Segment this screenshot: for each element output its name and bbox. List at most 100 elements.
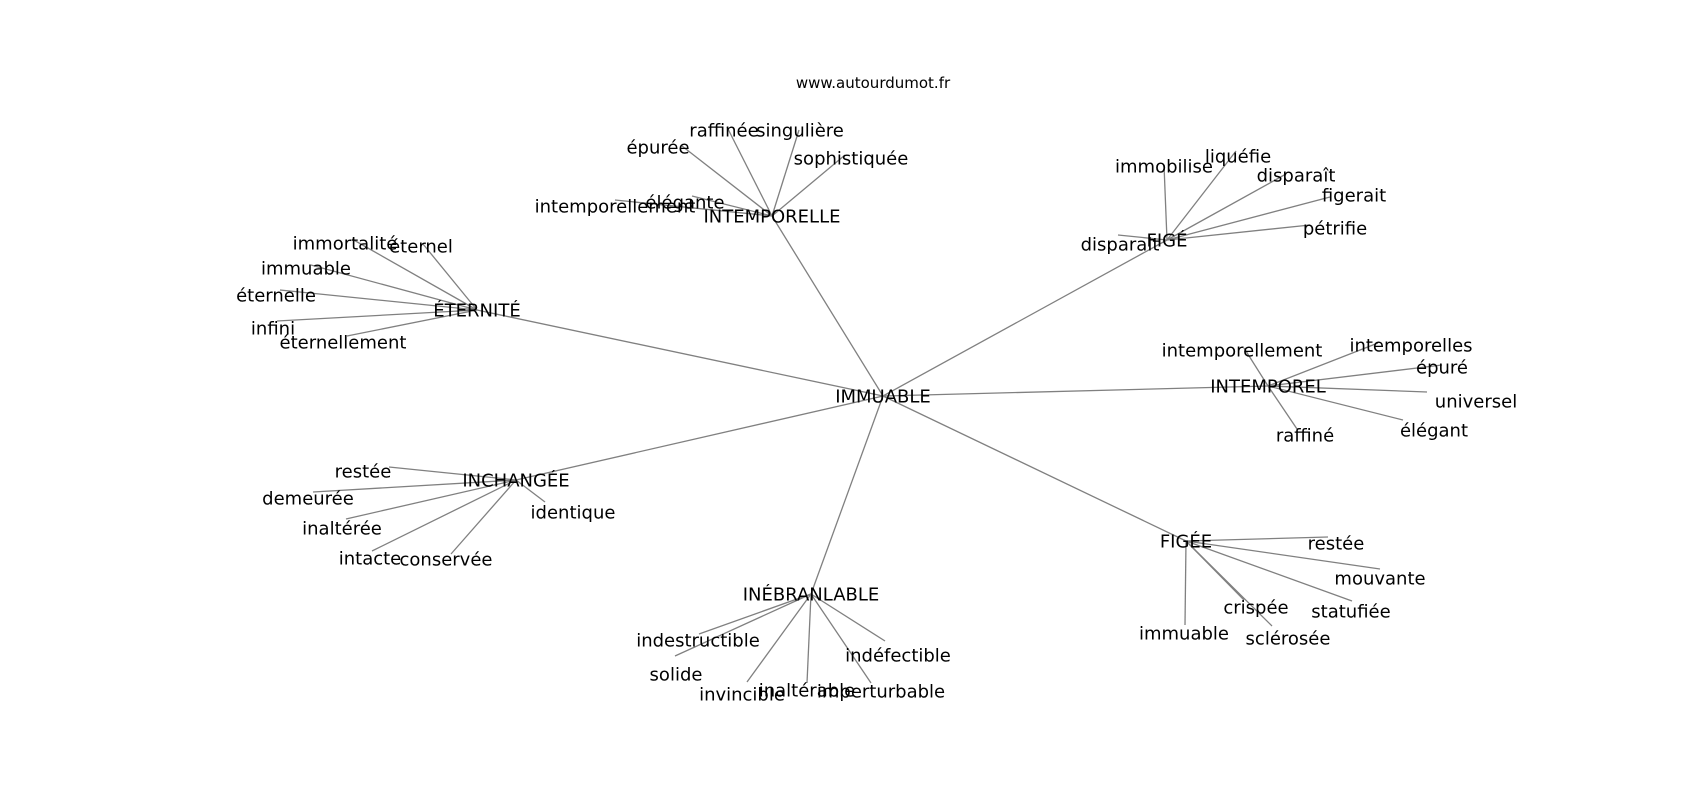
edge-eternite-eternel: [422, 243, 478, 311]
leaf-eternite-immuable: immuable: [261, 258, 351, 279]
edge-inchangee-conservee: [450, 479, 517, 555]
edge-intemporelle-raffinee: [726, 126, 773, 217]
edge-intemporel-intemporellement: [1243, 347, 1269, 387]
leaf-intemporelle-raffinee: raffinée: [689, 120, 758, 141]
edge-fige-petrifie: [1166, 224, 1311, 241]
edge-eternite-eternellement: [346, 309, 478, 337]
edge-fige-immobilise: [1163, 164, 1168, 241]
edge-figee-crispee: [1185, 540, 1245, 601]
edge-root-inebranlable: [810, 395, 884, 595]
edge-root-inchangee: [515, 395, 884, 481]
leaf-intemporel-universel: universel: [1435, 391, 1517, 412]
edge-root-figee: [882, 395, 1187, 542]
edge-intemporel-universel: [1267, 385, 1428, 393]
leaf-eternite-eternellement: éternellement: [280, 332, 407, 353]
leaf-inchangee-conservee: conservée: [400, 549, 493, 570]
root-node: IMMUABLE: [835, 386, 931, 407]
edge-intemporelle-elegante: [691, 195, 773, 217]
edge-root-fige: [882, 239, 1168, 397]
edge-root-intemporel: [882, 385, 1269, 397]
edge-inebranlable-solide: [674, 593, 812, 657]
edge-fige-disparait: [1166, 173, 1287, 241]
edge-eternite-immortalite: [351, 238, 478, 311]
leaf-figee-crispee: crispée: [1223, 597, 1288, 618]
leaf-inebranlable-invincible: invincible: [699, 684, 785, 705]
hub-fige: FIGÉ: [1147, 229, 1188, 251]
leaf-inchangee-demeuree: demeurée: [262, 488, 354, 509]
edge-intemporelle-intemporellement: [614, 199, 773, 217]
edge-inebranlable-imperturbable: [810, 593, 872, 684]
hub-inchangee: INCHANGÉE: [462, 469, 569, 491]
leaf-intemporelle-intemporellement: intemporellement: [535, 196, 696, 217]
hub-eternite: ÉTERNITÉ: [433, 299, 520, 321]
leaf-eternite-eternel: éternel: [389, 236, 453, 257]
edge-intemporelle-epuree: [681, 145, 773, 217]
edge-intemporel-raffine: [1267, 385, 1298, 430]
edge-figee-restee: [1185, 536, 1329, 542]
leaf-intemporel-epure: épuré: [1416, 357, 1468, 378]
leaf-fige-disparait: disparaît: [1257, 165, 1336, 186]
leaf-intemporelle-epuree: épurée: [626, 137, 689, 158]
edge-inchangee-intacte: [371, 479, 517, 552]
edge-figee-immuable: [1184, 540, 1187, 626]
leaf-intemporel-elegant: élégant: [1400, 420, 1468, 441]
leaf-inebranlable-inalterable: inaltérable: [759, 680, 856, 701]
leaf-inebranlable-indestructible: indestructible: [636, 630, 760, 651]
edge-figee-mouvante: [1185, 540, 1381, 570]
leaf-figee-statufiee: statufiée: [1311, 601, 1390, 622]
leaf-eternite-infini: infini: [251, 318, 295, 339]
leaf-figee-immuable: immuable: [1139, 623, 1229, 644]
edge-eternite-immuable: [310, 264, 478, 311]
leaf-eternite-eternelle: éternelle: [236, 285, 316, 306]
leaf-intemporelle-sophistiquee: sophistiquée: [794, 148, 909, 169]
hub-inebranlable: INÉBRANLABLE: [743, 583, 880, 605]
leaf-fige-disparait: disparait: [1081, 234, 1160, 255]
leaf-intemporel-raffine: raffiné: [1276, 425, 1334, 446]
leaf-figee-mouvante: mouvante: [1334, 568, 1425, 589]
leaf-fige-liquefie: liquéfie: [1205, 146, 1271, 167]
leaf-inebranlable-indefectible: indéfectible: [845, 645, 951, 666]
hub-figee: FIGÉE: [1160, 530, 1212, 552]
edge-fige-disparait: [1117, 234, 1168, 241]
leaf-inchangee-restee: restée: [335, 461, 392, 482]
leaf-intemporel-intemporelles: intemporelles: [1349, 335, 1472, 356]
source-caption: www.autourdumot.fr: [796, 74, 951, 92]
edge-inebranlable-inalterable: [806, 593, 812, 684]
graph-edges: [276, 126, 1443, 684]
edge-intemporelle-sophistiquee: [771, 154, 846, 217]
hub-intemporelle: INTEMPORELLE: [703, 206, 840, 227]
edge-root-eternite: [476, 309, 884, 397]
leaf-fige-figerait: figerait: [1322, 185, 1386, 206]
leaf-inchangee-inalteree: inaltérée: [302, 518, 382, 539]
edge-inchangee-demeuree: [312, 479, 517, 493]
edge-inebranlable-invincible: [746, 593, 812, 683]
edge-figee-statufiee: [1185, 540, 1353, 602]
edge-inebranlable-indestructible: [698, 593, 812, 635]
leaf-figee-restee: restée: [1308, 533, 1365, 554]
leaf-intemporelle-elegante: élégante: [645, 192, 724, 213]
leaf-eternite-immortalite: immortalité: [293, 233, 398, 254]
edge-inchangee-inalteree: [345, 479, 517, 520]
leaf-intemporel-intemporellement: intemporellement: [1162, 340, 1323, 361]
edge-eternite-infini: [276, 309, 478, 322]
edge-intemporel-intemporelles: [1267, 342, 1379, 387]
edge-inebranlable-indefectible: [810, 593, 886, 642]
edge-fige-liquefie: [1166, 150, 1237, 241]
leaf-inchangee-intacte: intacte: [339, 548, 402, 569]
edge-eternite-eternelle: [279, 289, 478, 311]
edge-intemporel-epure: [1267, 364, 1443, 387]
edge-intemporelle-singuliere: [771, 129, 800, 217]
edge-root-intemporelle: [771, 215, 884, 397]
leaf-intemporelle-singuliere: singulière: [756, 120, 844, 141]
edge-intemporel-elegant: [1267, 385, 1404, 421]
leaf-fige-petrifie: pétrifie: [1303, 218, 1367, 239]
leaf-inebranlable-solide: solide: [650, 664, 703, 685]
leaf-figee-sclerosee: sclérosée: [1246, 628, 1331, 649]
edge-inchangee-restee: [388, 466, 517, 481]
leaf-inchangee-identique: identique: [531, 502, 616, 523]
edge-inchangee-identique: [515, 479, 546, 503]
hub-intemporel: INTEMPOREL: [1210, 376, 1326, 397]
leaf-fige-immobilise: immobilise: [1115, 156, 1213, 177]
leaf-inebranlable-imperturbable: imperturbable: [817, 681, 945, 702]
